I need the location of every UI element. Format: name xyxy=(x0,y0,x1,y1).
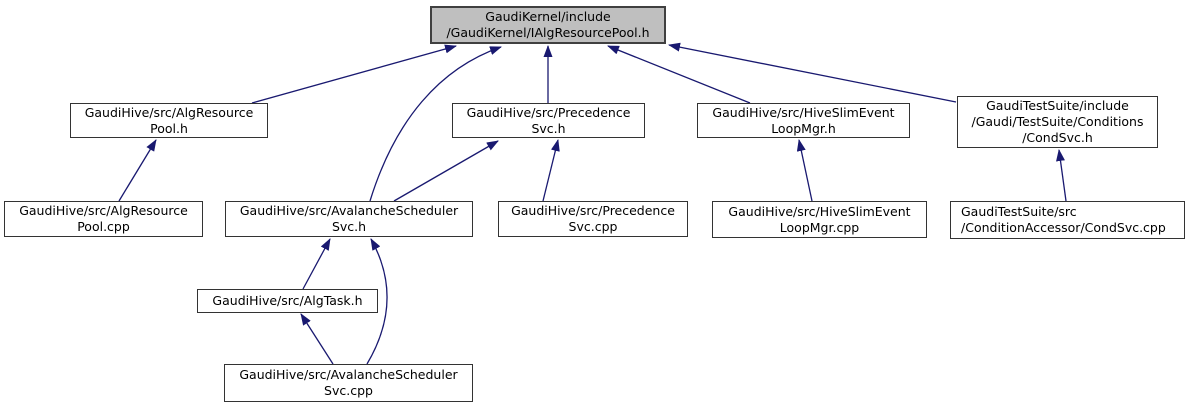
edge-n6-to-n0 xyxy=(369,46,502,202)
edge-n8-to-n3 xyxy=(796,139,813,202)
graph-node-avalancheschedulersvc-cpp[interactable]: GaudiHive/src/AvalancheScheduler Svc.cpp xyxy=(224,364,473,402)
edge-n9-to-n4 xyxy=(1056,149,1067,202)
graph-node-precedencesvc-cpp[interactable]: GaudiHive/src/Precedence Svc.cpp xyxy=(498,201,688,237)
graph-node-precedencesvc-h[interactable]: GaudiHive/src/Precedence Svc.h xyxy=(452,103,645,138)
graph-node-condsvc-cpp[interactable]: GaudiTestSuite/src /ConditionAccessor/Co… xyxy=(950,201,1185,239)
graph-node-hiveslimeventloopmgr-cpp[interactable]: GaudiHive/src/HiveSlimEvent LoopMgr.cpp xyxy=(712,201,927,238)
graph-node-algtask-h[interactable]: GaudiHive/src/AlgTask.h xyxy=(197,289,378,313)
graph-node-algresourcepool-cpp[interactable]: GaudiHive/src/AlgResource Pool.cpp xyxy=(4,201,203,237)
edge-n6-to-n2 xyxy=(393,140,499,202)
edge-n5-to-n1 xyxy=(118,139,157,202)
edge-n10-to-n6 xyxy=(302,238,331,290)
edge-n11-to-n6 xyxy=(366,238,388,365)
graph-node-algresourcepool-h[interactable]: GaudiHive/src/AlgResource Pool.h xyxy=(70,103,268,138)
graph-node-condsvc-h[interactable]: GaudiTestSuite/include /Gaudi/TestSuite/… xyxy=(957,96,1158,148)
edge-n7-to-n2 xyxy=(542,139,560,202)
edge-n3-to-n0 xyxy=(607,45,751,104)
edge-n4-to-n0 xyxy=(668,42,957,103)
graph-node-avalancheschedulersvc-h[interactable]: GaudiHive/src/AvalancheScheduler Svc.h xyxy=(225,201,473,237)
edge-n1-to-n0 xyxy=(251,44,457,104)
graph-node-hiveslimeventloopmgr-h[interactable]: GaudiHive/src/HiveSlimEvent LoopMgr.h xyxy=(697,103,910,138)
edge-n11-to-n10 xyxy=(300,313,334,365)
graph-node-ialgresourcepool-h: GaudiKernel/include /GaudiKernel/IAlgRes… xyxy=(430,6,666,44)
